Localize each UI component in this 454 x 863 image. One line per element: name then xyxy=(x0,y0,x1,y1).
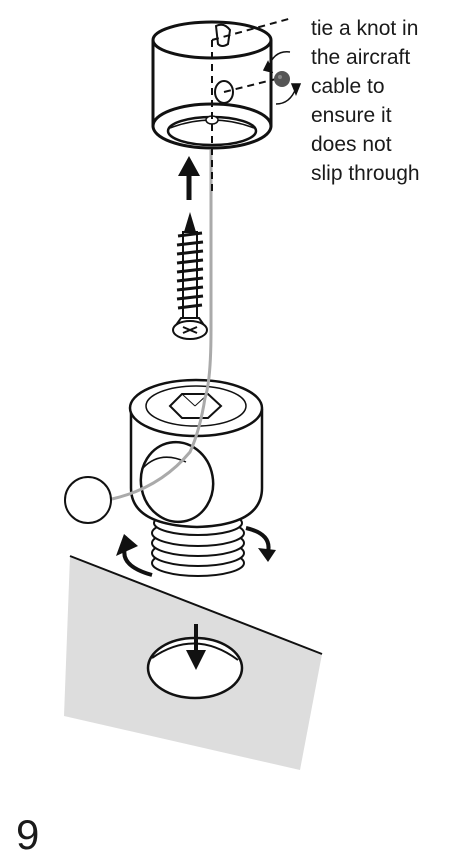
insert-up-arrow-icon xyxy=(178,156,200,200)
guide-dashed-lines xyxy=(211,17,293,195)
threaded-hex-fitting-icon xyxy=(128,378,264,577)
insert-down-arrow-icon xyxy=(186,624,206,670)
instruction-line: tie a knot in xyxy=(311,17,419,40)
instruction-line: ensure it xyxy=(311,104,392,127)
cable-knot-circle-icon xyxy=(64,476,112,524)
knot-bead-icon xyxy=(274,71,290,87)
instruction-line: the aircraft xyxy=(311,46,411,69)
instruction-line: cable to xyxy=(311,75,385,98)
page-number: 9 xyxy=(16,811,40,858)
wood-screw-icon xyxy=(172,212,208,340)
instruction-line: does not xyxy=(311,133,392,156)
aircraft-cable-icon xyxy=(111,150,213,501)
rotate-arrow-left-icon xyxy=(116,534,153,577)
rotate-arrow-right-icon xyxy=(245,526,276,562)
turn-arrows-icon xyxy=(262,51,302,105)
instruction-line: slip through xyxy=(311,162,420,185)
instruction-note: tie a knot in the aircraft cable to ensu… xyxy=(311,14,451,188)
